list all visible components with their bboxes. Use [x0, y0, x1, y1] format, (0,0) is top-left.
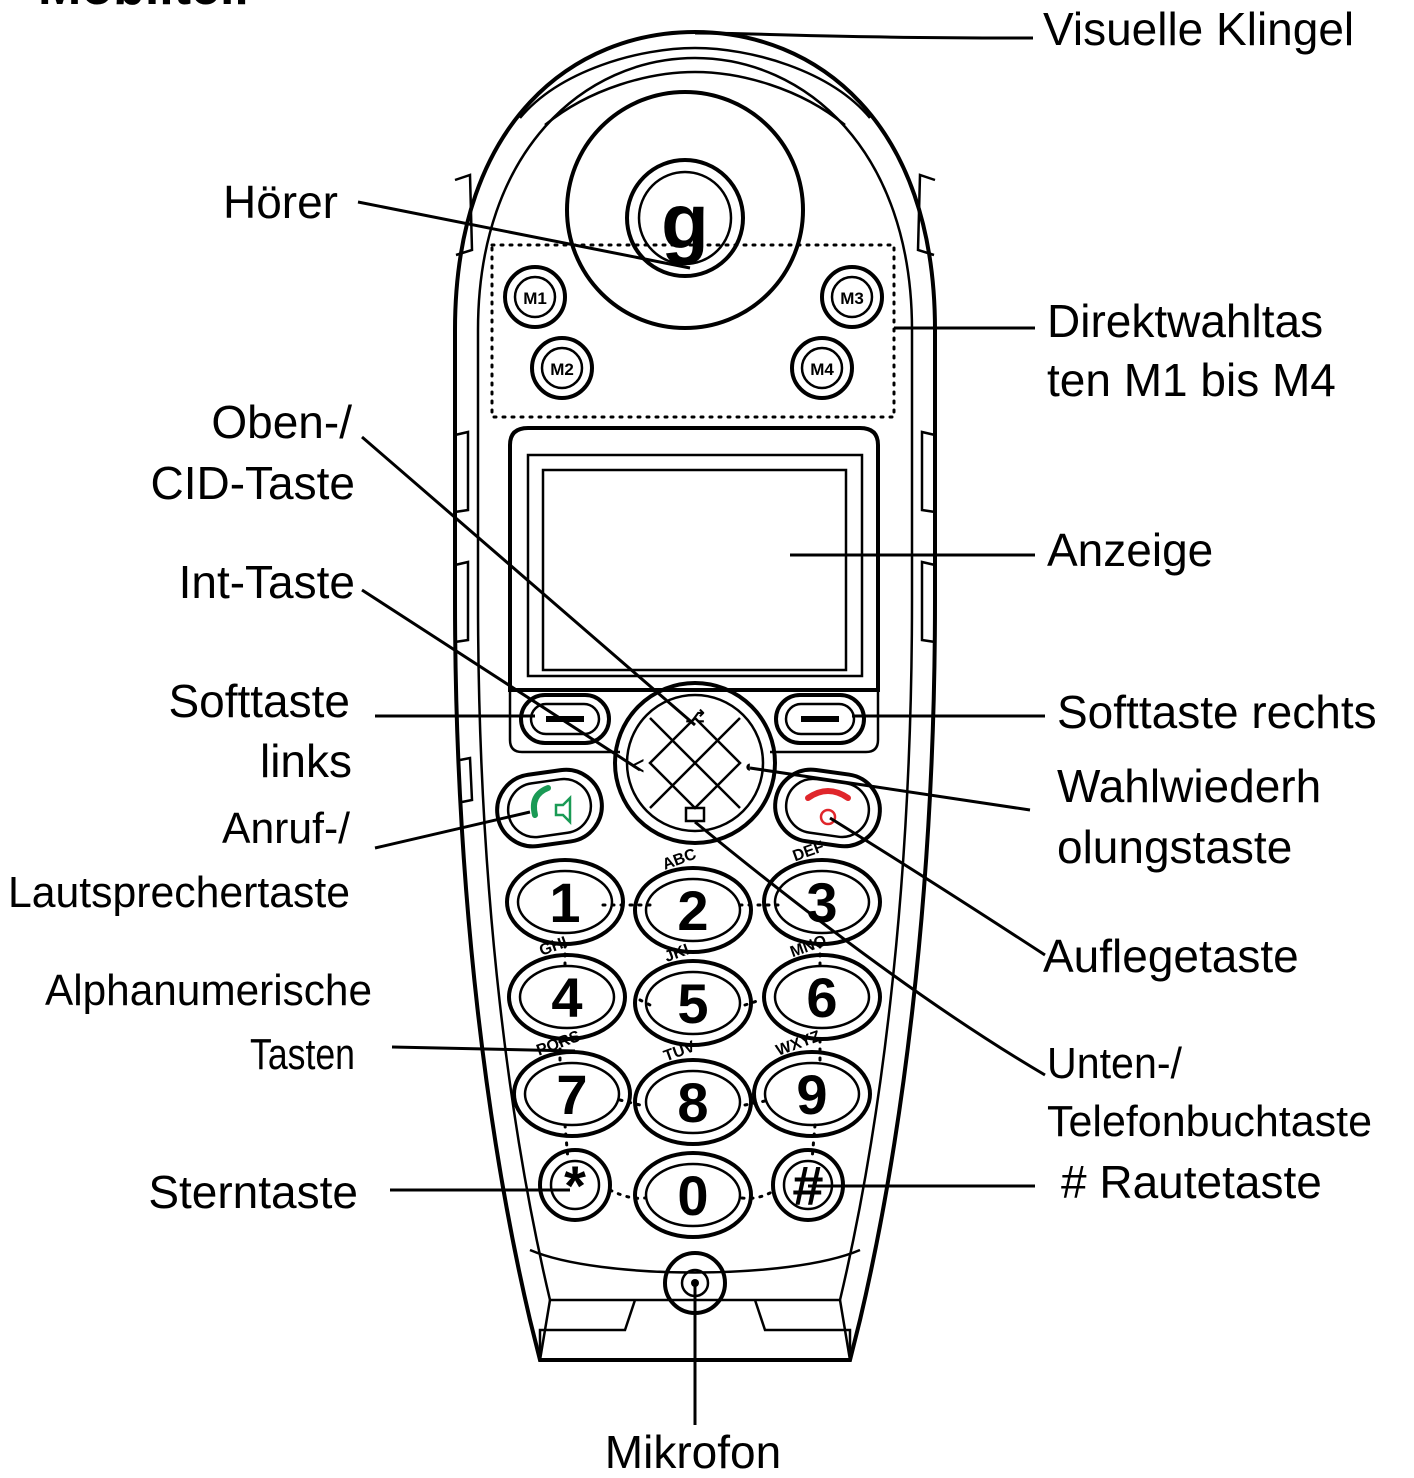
key-digit: * — [564, 1154, 586, 1217]
diagram-title: Mobilteil — [38, 0, 249, 16]
label-up-cid-1: Oben-/ — [211, 396, 352, 448]
brand-logo: g — [661, 177, 709, 265]
redial-icon: ◖ — [743, 757, 753, 776]
svg-text:M3: M3 — [840, 289, 864, 308]
label-microphone: Mikrofon — [605, 1426, 781, 1478]
label-down-phonebook-1: Unten-/ — [1047, 1039, 1183, 1088]
hangup-key[interactable] — [771, 765, 885, 851]
labels: Visuelle Klingel Hörer Direktwahltas ten… — [8, 3, 1377, 1478]
handset-body — [453, 29, 937, 1362]
memory-key-m2[interactable]: M2 — [530, 336, 594, 400]
key-digit: 1 — [549, 871, 580, 934]
display-screen — [508, 426, 880, 692]
earpiece: g — [565, 90, 805, 330]
svg-text:M4: M4 — [810, 360, 834, 379]
speed-dial-area — [490, 243, 896, 419]
key-digit: 5 — [677, 972, 708, 1035]
label-visual-ringer: Visuelle Klingel — [1043, 3, 1354, 55]
label-display: Anzeige — [1047, 524, 1213, 576]
label-softkey-right: Softtaste rechts — [1057, 686, 1377, 738]
leader-lines — [357, 31, 1046, 1425]
key-star[interactable]: * — [538, 1148, 612, 1222]
label-earpiece: Hörer — [223, 176, 338, 228]
key-digit: 4 — [551, 966, 582, 1029]
softkey-right[interactable] — [774, 693, 866, 745]
key-digit: 3 — [806, 871, 837, 934]
label-softkey-left-2: links — [260, 735, 352, 787]
label-speed-dial-1: Direktwahltas — [1047, 295, 1323, 347]
key-0[interactable]: 0 — [633, 1151, 753, 1239]
softkey-left[interactable] — [519, 693, 611, 745]
key-digit: 2 — [677, 879, 708, 942]
label-star-key: Sterntaste — [148, 1166, 358, 1218]
memory-key-m4[interactable]: M4 — [790, 336, 854, 400]
svg-text:M1: M1 — [523, 289, 547, 308]
nav-key[interactable]: ⎇ ᐸ ◖ — [613, 681, 777, 845]
key-digit: 0 — [677, 1164, 708, 1227]
phonebook-icon — [684, 806, 706, 823]
key-digit: 8 — [677, 1071, 708, 1134]
key-1[interactable]: 1 — [505, 858, 625, 946]
label-call-speaker-1: Anruf-/ — [222, 804, 351, 853]
memory-key-m3[interactable]: M3 — [820, 265, 884, 329]
handset-icon — [530, 785, 551, 818]
label-int-key: Int-Taste — [179, 556, 355, 608]
label-redial-2: olungstaste — [1057, 821, 1292, 873]
label-softkey-left-1: Softtaste — [168, 675, 350, 727]
int-icon: ᐸ — [632, 757, 644, 776]
label-up-cid-2: CID-Taste — [151, 457, 355, 509]
key-digit: 9 — [796, 1063, 827, 1126]
label-alnum-2: Tasten — [250, 1030, 355, 1079]
key-digit: 7 — [556, 1063, 587, 1126]
label-hash-key: # Rautetaste — [1061, 1156, 1322, 1208]
label-hangup: Auflegetaste — [1043, 930, 1299, 982]
memory-key-m1[interactable]: M1 — [503, 265, 567, 329]
power-icon — [819, 808, 837, 826]
label-alnum-1: Alphanumerische — [45, 966, 372, 1015]
hangup-handset-icon — [805, 788, 851, 801]
label-call-speaker-2: Lautsprechertaste — [8, 868, 350, 917]
label-speed-dial-2: ten M1 bis M4 — [1047, 354, 1336, 406]
label-redial-1: Wahlwiederh — [1057, 760, 1321, 812]
speaker-icon — [554, 794, 572, 826]
call-speaker-key[interactable] — [493, 765, 607, 851]
label-down-phonebook-2: Telefonbuchtaste — [1047, 1097, 1372, 1146]
key-digit: 6 — [806, 966, 837, 1029]
svg-text:M2: M2 — [550, 360, 574, 379]
